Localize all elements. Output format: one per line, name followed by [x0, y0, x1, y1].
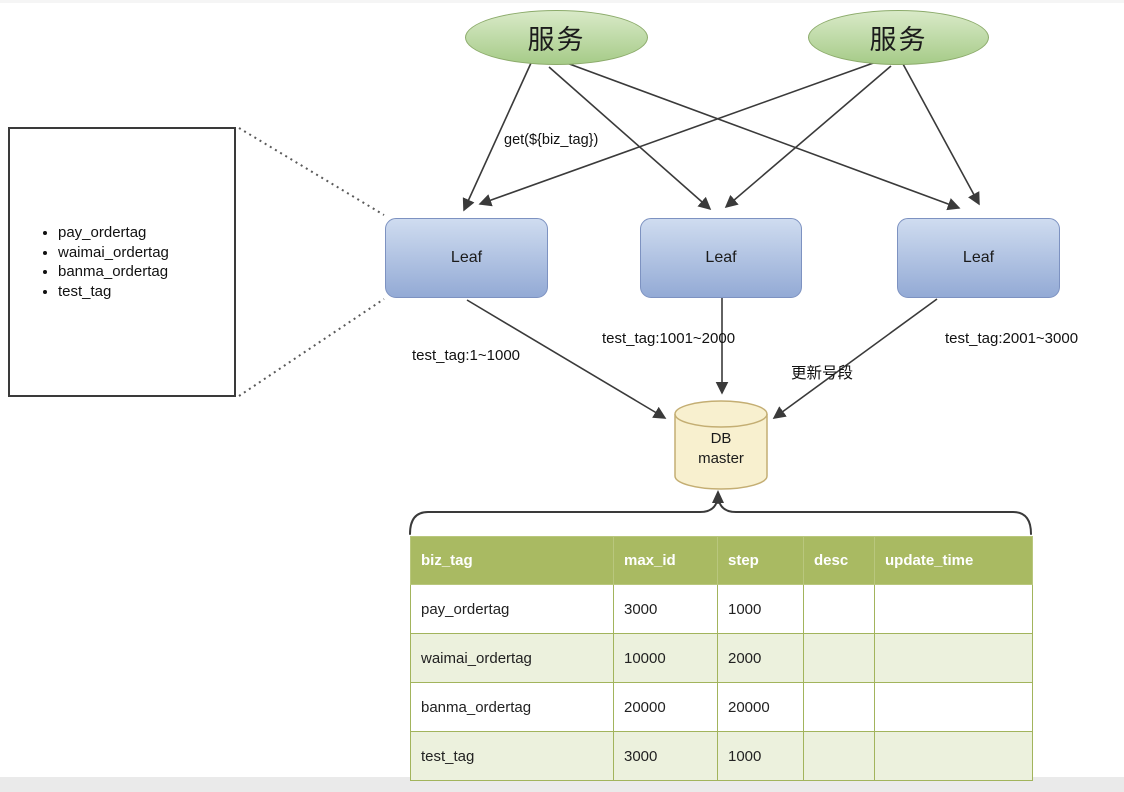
- cell-update-time: [874, 633, 1033, 683]
- cell-update-time: [874, 731, 1033, 781]
- col-header-biz-tag: biz_tag: [410, 536, 614, 585]
- service-node-2: 服务: [808, 10, 989, 65]
- leaf-node-1-label: Leaf: [450, 249, 483, 266]
- leaf-node-3-label: Leaf: [962, 249, 995, 266]
- table-row: banma_ordertag 20000 20000: [410, 682, 1033, 732]
- segment-table: biz_tag max_id step desc update_time pay…: [410, 536, 1033, 781]
- leaf-node-1: Leaf: [385, 218, 548, 298]
- table-row: pay_ordertag 3000 1000: [410, 584, 1033, 634]
- brace-arrowhead-up: [712, 490, 724, 503]
- cell-update-time: [874, 584, 1033, 634]
- segment-range-label-1: test_tag:1~1000: [412, 347, 521, 364]
- get-biztag-label: get(${biz_tag}): [504, 132, 599, 148]
- cell-step: 1000: [717, 731, 804, 781]
- cell-desc: [803, 584, 875, 634]
- biz-tag-list: pay_ordertag waimai_ordertag banma_order…: [10, 223, 169, 301]
- biz-tag-callout-box: pay_ordertag waimai_ordertag banma_order…: [8, 127, 236, 397]
- table-to-db-brace: [409, 490, 1032, 535]
- cell-step: 2000: [717, 633, 804, 683]
- table-row: waimai_ordertag 10000 2000: [410, 633, 1033, 683]
- table-header-row: biz_tag max_id step desc update_time: [410, 536, 1033, 585]
- cell-step: 1000: [717, 584, 804, 634]
- cell-biz-tag: pay_ordertag: [410, 584, 614, 634]
- brace-left-half: [409, 500, 718, 535]
- page-top-strip: [0, 0, 1124, 3]
- col-header-step: step: [717, 536, 804, 585]
- col-header-desc: desc: [803, 536, 875, 585]
- cell-desc: [803, 682, 875, 732]
- dotted-line-bottom: [238, 298, 385, 397]
- cell-biz-tag: test_tag: [410, 731, 614, 781]
- arrow-service2-leaf2: [724, 65, 892, 209]
- col-header-update-time: update_time: [874, 536, 1033, 585]
- table-row: test_tag 3000 1000: [410, 731, 1033, 781]
- arrow-leaf1-db: [466, 299, 667, 419]
- arrow-leaf3-db: [772, 298, 938, 419]
- service-node-1-label: 服务: [527, 25, 586, 55]
- leaf-to-db-arrows: [466, 298, 938, 419]
- biz-tag-item: waimai_ordertag: [58, 243, 169, 263]
- db-master-label: DB master: [675, 429, 767, 469]
- cell-update-time: [874, 682, 1033, 732]
- dotted-line-top: [238, 127, 385, 216]
- db-role: master: [698, 450, 744, 467]
- db-cylinder: [674, 400, 768, 490]
- cell-biz-tag: waimai_ordertag: [410, 633, 614, 683]
- arrow-service2-leaf1: [478, 60, 880, 207]
- update-segment-label: 更新号段: [791, 365, 854, 382]
- callout-dotted-lines: [238, 127, 385, 397]
- brace-right-half: [718, 500, 1032, 535]
- cell-desc: [803, 731, 875, 781]
- service-node-1: 服务: [465, 10, 648, 65]
- cell-max-id: 10000: [613, 633, 718, 683]
- segment-range-label-3: test_tag:2001~3000: [945, 330, 1079, 347]
- arrow-service2-leaf3: [902, 63, 980, 206]
- leaf-node-2-label: Leaf: [705, 249, 737, 266]
- col-header-max-id: max_id: [613, 536, 718, 585]
- leaf-node-3: Leaf: [897, 218, 1060, 298]
- arrow-service1-leaf3: [563, 61, 961, 211]
- biz-tag-item: banma_ordertag: [58, 262, 169, 282]
- db-name: DB: [710, 430, 732, 447]
- cell-max-id: 3000: [613, 731, 718, 781]
- cell-biz-tag: banma_ordertag: [410, 682, 614, 732]
- service-node-2-label: 服务: [869, 25, 928, 55]
- leaf-node-2: Leaf: [640, 218, 802, 298]
- service-to-leaf-arrows: [462, 60, 980, 212]
- arrow-service1-leaf1: [462, 62, 532, 212]
- cell-max-id: 3000: [613, 584, 718, 634]
- cell-desc: [803, 633, 875, 683]
- biz-tag-item: test_tag: [58, 282, 169, 302]
- arrow-service1-leaf2: [548, 66, 712, 211]
- segment-range-label-2: test_tag:1001~2000: [602, 330, 736, 347]
- cell-step: 20000: [717, 682, 804, 732]
- cell-max-id: 20000: [613, 682, 718, 732]
- biz-tag-item: pay_ordertag: [58, 223, 169, 243]
